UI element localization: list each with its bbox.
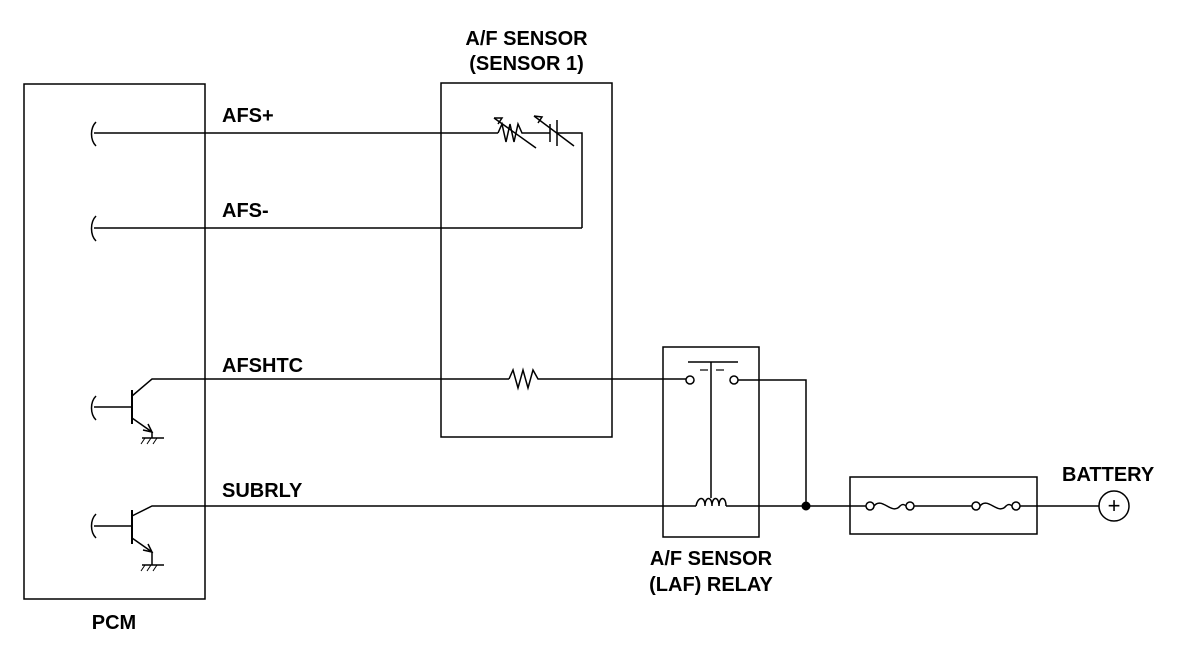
af-sensor-title-line-2: (SENSOR 1)	[469, 53, 584, 75]
heater-resistor	[508, 367, 686, 391]
subrly-ground-hatch-3	[152, 564, 158, 572]
battery-terminal-circle	[1098, 490, 1130, 522]
fuse-2-terminal-left	[971, 501, 981, 511]
battery-label: BATTERY	[1062, 464, 1155, 486]
fuse-2-link	[979, 502, 1013, 510]
relay-output-wire	[738, 379, 807, 506]
af-sensor-box	[440, 82, 613, 438]
laf-relay-title-line-1: A/F SENSOR	[649, 548, 773, 570]
sensor-return-loop	[557, 132, 583, 228]
pcm-connector-afs-plus	[90, 121, 97, 147]
sensor-element-resistor	[497, 121, 530, 143]
pcm-connector-subrly	[90, 513, 97, 539]
subrly-transistor-emitter	[131, 537, 153, 553]
sensor-element-arrow-1	[493, 117, 537, 149]
subrly-ground-hatch-1	[140, 564, 146, 572]
pcm-label: PCM	[91, 612, 137, 634]
subrly-ground-hatch-2	[146, 564, 152, 572]
afshtc-ground-hatch-3	[152, 437, 158, 445]
laf-relay-title-line-2: (LAF) RELAY	[649, 574, 773, 596]
wire-label-subrly: SUBRLY	[222, 480, 303, 502]
sensor-element-arrow-2	[533, 115, 575, 147]
afshtc-transistor-collector	[131, 378, 509, 397]
fuse-2-terminal-right	[1011, 501, 1021, 511]
sensor-element-arrowhead-1	[494, 117, 504, 125]
pcm-connector-afshtc	[90, 395, 97, 421]
fuse-1-terminal-left	[865, 501, 875, 511]
afshtc-ground-hatch-1	[140, 437, 146, 445]
relay-coil	[695, 497, 727, 507]
battery-plus-symbol: +	[1107, 493, 1121, 518]
fuse-1-link	[873, 502, 907, 510]
subrly-transistor-collector	[131, 505, 696, 517]
af-sensor-title-line-1: A/F SENSOR	[465, 28, 588, 50]
afshtc-ground-hatch-2	[146, 437, 152, 445]
sensor-element-arrowhead-2	[533, 115, 544, 124]
pcm-connector-afs-minus	[90, 215, 97, 242]
wire-label-afs-minus: AFS-	[222, 200, 269, 222]
junction-dot	[801, 501, 811, 511]
relay-contact-right	[729, 375, 739, 385]
fuse-1-terminal-right	[905, 501, 915, 511]
relay-contact-left	[685, 375, 695, 385]
laf-relay-box	[662, 346, 760, 538]
wire-label-afshtc: AFSHTC	[222, 355, 304, 377]
pcm-box	[23, 83, 206, 600]
afshtc-transistor-emitter	[131, 417, 153, 433]
wire-label-afs-plus: AFS+	[222, 105, 274, 127]
